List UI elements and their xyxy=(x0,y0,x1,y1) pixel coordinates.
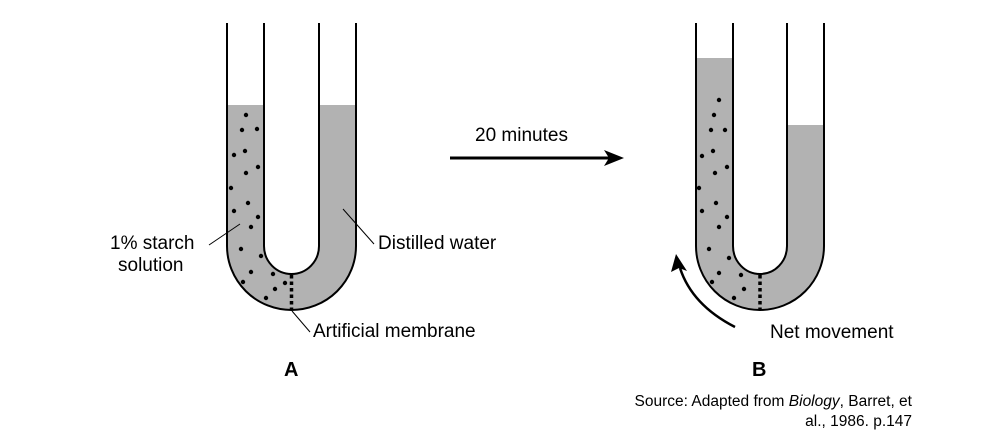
time-label: 20 minutes xyxy=(475,125,568,146)
source-line1: Source: Adapted from Biology, Barret, et xyxy=(634,393,912,410)
panel-label-a: A xyxy=(284,359,299,381)
liquid-a xyxy=(227,105,356,310)
source-title: Biology xyxy=(788,393,840,410)
starch-particles-b xyxy=(696,97,747,301)
membrane-label: Artificial membrane xyxy=(313,321,476,342)
tube-inner-a xyxy=(263,23,320,275)
net-movement-arrow xyxy=(671,254,736,329)
net-movement-label: Net movement xyxy=(770,322,894,343)
leader-membrane xyxy=(291,310,311,333)
liquid-b xyxy=(696,58,824,310)
distilled-water-label: Distilled water xyxy=(378,233,497,254)
starch-particles-a xyxy=(228,112,288,301)
panel-label-b: B xyxy=(752,359,767,381)
u-tube-a xyxy=(226,23,357,311)
source-line2: al., 1986. p.147 xyxy=(805,413,912,430)
u-tube-b xyxy=(695,23,825,311)
leader-water xyxy=(342,208,375,245)
tube-inner-b xyxy=(732,23,788,275)
time-arrow xyxy=(450,150,624,166)
starch-label-line1: 1% starch xyxy=(110,233,195,254)
source-citation: Source: Adapted from Biology, Barret, et… xyxy=(635,392,912,432)
starch-label-line2: solution xyxy=(118,255,184,276)
leader-starch xyxy=(208,223,241,246)
